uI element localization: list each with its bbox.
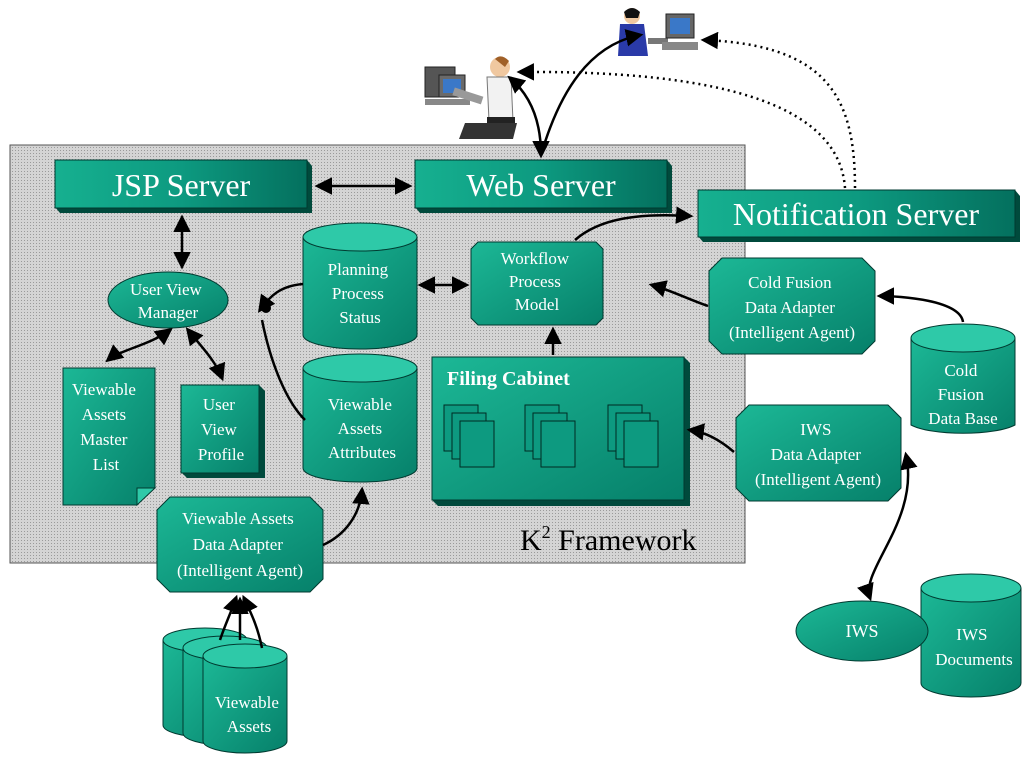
planning-line-3: Status xyxy=(339,308,381,327)
svg-text:IWS Data Adapter (: IWS Data Adapter (Intelligent Agent) xyxy=(755,420,881,489)
va-adapter-line-2: Data Adapter xyxy=(193,535,283,554)
arrow-workflow-notification xyxy=(574,206,694,241)
user-workstation-icon-2 xyxy=(618,8,698,56)
iws-adapter-line-1: IWS xyxy=(800,420,831,439)
arrow-uvm-profile xyxy=(185,327,226,382)
web-server-label: Web Server xyxy=(466,167,616,203)
cf-adapter-line-1: Cold Fusion xyxy=(748,273,832,292)
filing-cabinet-box: Filing Cabinet xyxy=(431,356,690,506)
arrow-vadb-vaadapter-3 xyxy=(242,594,264,649)
arrow-iws-iwsadapter xyxy=(857,451,918,602)
vaa-line-1: Viewable xyxy=(328,395,392,414)
connector-arrows xyxy=(105,29,965,649)
svg-text:Cold Fusion Data B: Cold Fusion Data Base xyxy=(928,361,997,428)
svg-text:Workflow Process M: Workflow Process Model xyxy=(501,249,574,314)
vaml-line-1: Viewable xyxy=(72,380,136,399)
uvp-line-2: View xyxy=(201,420,238,439)
svg-text:Viewable Assets Ma: Viewable Assets Master List xyxy=(72,380,140,474)
connector-dots xyxy=(261,303,271,313)
notification-server-label: Notification Server xyxy=(733,196,979,232)
framework-label: K2 Framework xyxy=(520,522,696,557)
arrow-cfadapter-workflow xyxy=(648,280,709,308)
document-stack-icon-2 xyxy=(524,404,576,468)
dotted-arrow-to-user-2 xyxy=(700,31,857,189)
arrow-web-user2 xyxy=(539,29,644,156)
vaa-line-2: Assets xyxy=(338,419,382,438)
user-view-manager-ellipse: User View Manager xyxy=(107,271,229,329)
viewable-assets-db-stack: Viewable Assets xyxy=(162,627,288,754)
iws-adapter-line-2: Data Adapter xyxy=(771,445,861,464)
vaml-line-2: Assets xyxy=(82,405,126,424)
uvp-line-3: Profile xyxy=(198,445,244,464)
iws-adapter-line-3: (Intelligent Agent) xyxy=(755,470,881,489)
arrow-vaa-uvm xyxy=(260,319,306,421)
iws-docs-line-2: Documents xyxy=(935,650,1012,669)
viewable-assets-attributes-db: Viewable Assets Attributes xyxy=(302,353,418,483)
workflow-line-3: Model xyxy=(515,295,560,314)
iws-documents-db: IWS Documents xyxy=(920,573,1022,698)
jsp-server-label: JSP Server xyxy=(112,167,251,203)
va-adapter-line-3: (Intelligent Agent) xyxy=(177,561,303,580)
arrow-vaadapter-vaa xyxy=(322,486,370,547)
planning-process-status-db: Planning Process Status xyxy=(302,222,418,350)
uvm-line-1: User View xyxy=(130,280,203,299)
dotted-notification-arrows xyxy=(516,31,857,189)
iws-docs-line-1: IWS xyxy=(956,625,987,644)
iws-label: IWS xyxy=(846,621,879,641)
svg-text:Planning Process S: Planning Process Status xyxy=(328,260,393,327)
cf-db-line-3: Data Base xyxy=(928,409,997,428)
vaa-line-3: Attributes xyxy=(328,443,396,462)
workflow-line-1: Workflow xyxy=(501,249,570,268)
cf-adapter-line-2: Data Adapter xyxy=(745,298,835,317)
filing-cabinet-label: Filing Cabinet xyxy=(447,368,570,390)
svg-text:Viewable Assets Data Ada: Viewable Assets Data Adapter (Intelligen… xyxy=(177,509,303,580)
user-view-profile-box: User View Profile xyxy=(180,384,265,478)
cf-adapter-line-3: (Intelligent Agent) xyxy=(729,323,855,342)
va-db-line-2: Assets xyxy=(227,717,271,736)
arrow-uvm-masterlist xyxy=(105,327,173,363)
svg-text:Cold Fusion Data Adapter: Cold Fusion Data Adapter (Intelligent Ag… xyxy=(729,273,855,342)
cold-fusion-database: Cold Fusion Data Base xyxy=(910,323,1016,434)
cold-fusion-data-adapter-box: Cold Fusion Data Adapter (Intelligent Ag… xyxy=(708,257,876,355)
svg-text:Viewable Assets At: Viewable Assets Attributes xyxy=(328,395,396,462)
workflow-process-model-box: Workflow Process Model xyxy=(470,241,604,326)
arrow-iwsadapter-cabinet xyxy=(686,423,735,453)
jsp-server-box: JSP Server xyxy=(54,159,312,213)
svg-text:User View Manager: User View Manager xyxy=(130,280,206,322)
uvp-line-1: User xyxy=(203,395,235,414)
planning-line-1: Planning xyxy=(328,260,389,279)
notification-server-box: Notification Server xyxy=(697,189,1020,242)
web-server-box: Web Server xyxy=(414,159,672,213)
svg-text:User View Profile: User View Profile xyxy=(198,395,244,464)
vaml-line-4: List xyxy=(93,455,120,474)
iws-ellipse: IWS xyxy=(795,600,929,662)
viewable-assets-data-adapter-box: Viewable Assets Data Adapter (Intelligen… xyxy=(156,496,324,593)
arrow-web-user xyxy=(507,75,550,159)
cf-db-line-2: Fusion xyxy=(938,385,985,404)
uvm-line-2: Manager xyxy=(138,303,199,322)
svg-text:IWS Documents: IWS Documents xyxy=(935,625,1012,669)
workflow-line-2: Process xyxy=(509,272,561,291)
va-db-line-1: Viewable xyxy=(215,693,279,712)
iws-data-adapter-box: IWS Data Adapter (Intelligent Agent) xyxy=(735,404,902,502)
va-adapter-line-1: Viewable Assets xyxy=(182,509,294,528)
document-stack-icon-3 xyxy=(607,404,659,468)
svg-text:Viewable Assets: Viewable Assets xyxy=(215,693,283,736)
document-stack-icon-1 xyxy=(443,404,495,468)
vaml-line-3: Master xyxy=(80,430,128,449)
arrow-cfdb-cfadapter xyxy=(876,287,965,323)
cf-db-line-1: Cold xyxy=(944,361,978,380)
viewable-assets-master-list-doc: Viewable Assets Master List xyxy=(62,367,157,507)
user-workstation-icon xyxy=(424,56,517,139)
planning-line-2: Process xyxy=(332,284,384,303)
